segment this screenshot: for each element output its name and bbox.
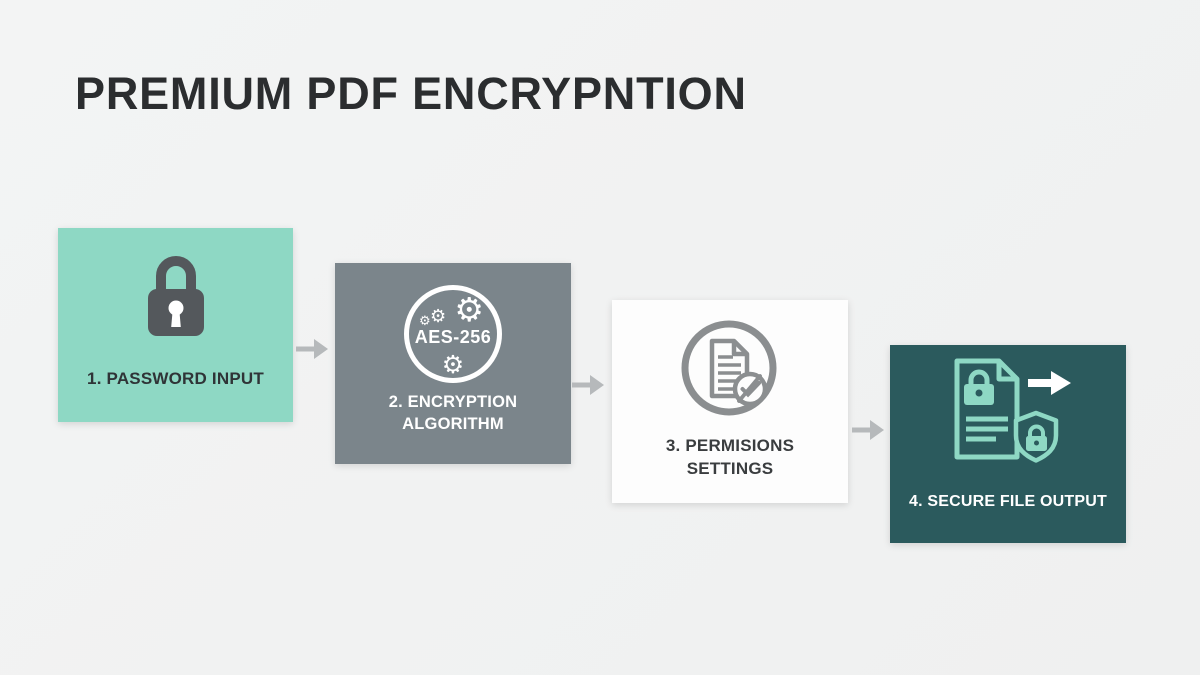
aes-256-badge: AES-256 bbox=[414, 327, 492, 347]
secure-document-export-icon bbox=[932, 355, 1084, 476]
step-4-secure-file-output: 4. SECURE FILE OUTPUT bbox=[890, 345, 1126, 543]
gear-icon: ⚙ bbox=[454, 290, 484, 329]
step-3-permissions-settings: 3. PERMISIONS SETTINGS bbox=[612, 300, 848, 503]
flow-arrow-1-icon bbox=[294, 335, 330, 368]
step-label: 1. PASSWORD INPUT bbox=[87, 369, 264, 388]
gear-icon: ⚙ bbox=[430, 306, 447, 327]
gear-icon: ⚙ bbox=[441, 350, 465, 379]
step-label: 4. SECURE FILE OUTPUT bbox=[909, 493, 1107, 510]
padlock-icon bbox=[145, 252, 207, 345]
flow-arrow-2-icon bbox=[570, 371, 606, 404]
step-label: 2. ENCRYPTION ALGORITHM bbox=[388, 393, 518, 434]
step-label: 3. PERMISIONS SETTINGS bbox=[665, 436, 795, 478]
page-title: PREMIUM PDF ENCRYPNTION bbox=[75, 68, 747, 119]
document-permissions-check-icon bbox=[678, 318, 782, 427]
step-2-encryption-algorithm: ⚙ ⚙ ⚙ ⚙ AES-256 2. ENCRYPTION ALGORITHM bbox=[335, 263, 571, 464]
aes-256-gears-icon: ⚙ ⚙ ⚙ ⚙ AES-256 bbox=[404, 285, 502, 383]
flow-arrow-3-icon bbox=[850, 416, 886, 449]
gear-icon: ⚙ bbox=[419, 314, 431, 329]
step-1-password-input: 1. PASSWORD INPUT bbox=[58, 228, 293, 422]
